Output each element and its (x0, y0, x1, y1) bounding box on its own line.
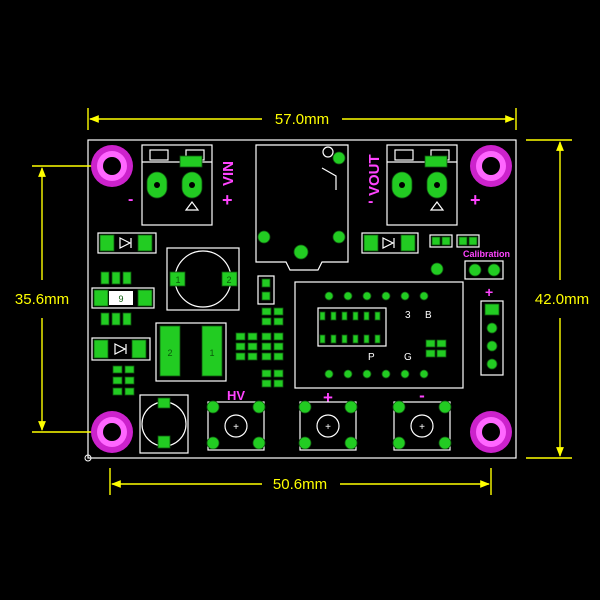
plus-button: + + (298, 388, 358, 451)
power-diode: 2 1 (155, 322, 227, 382)
smd-component-middle (91, 337, 151, 361)
plus-button-label: + (323, 388, 333, 407)
smd-component-left (97, 232, 157, 254)
ic-label-g: G (404, 352, 412, 363)
dimension-bottom: 50.6mm (109, 468, 492, 495)
dimension-bottom-label: 50.6mm (273, 476, 327, 493)
ic-label-p: P (368, 352, 375, 363)
minus-button-center: + (419, 422, 425, 433)
vin-plus-label: + (222, 190, 233, 210)
inductor-bottom (139, 394, 189, 454)
mounting-hole-bottom-left (91, 411, 133, 453)
smd-component-right (361, 232, 419, 254)
dimension-top-label: 57.0mm (275, 111, 329, 128)
ic-label-b: B (425, 310, 432, 321)
origin-marker (84, 454, 92, 462)
inductor-pad-1: 1 (175, 275, 180, 285)
hv-button: HV + (206, 388, 266, 451)
ic-label-3: 3 (405, 310, 411, 321)
diode-pad-1: 1 (209, 348, 214, 358)
mounting-hole-bottom-right (470, 411, 512, 453)
dimension-top: 57.0mm (87, 108, 517, 130)
board-outline (87, 139, 517, 459)
header-connector: + (480, 284, 504, 376)
calibration-pads: Calibration (430, 249, 510, 280)
pad-9-label: 9 (118, 294, 123, 304)
vin-terminal: - + VIN (128, 144, 237, 226)
hv-button-center: + (233, 422, 239, 433)
inductor-pad-2: 2 (226, 275, 231, 285)
dimension-left-label: 35.6mm (15, 291, 69, 308)
mounting-hole-top-left (91, 145, 133, 187)
diode-pad-2: 2 (167, 348, 172, 358)
mounting-hole-top-right (470, 145, 512, 187)
inductor-top: 1 2 (166, 247, 240, 311)
smd-cluster-middle (235, 275, 284, 388)
center-ic-footprint (255, 144, 349, 271)
smd-cluster-left (112, 365, 135, 396)
plus-button-center: + (325, 422, 331, 433)
display-module: 3 B P G (294, 281, 464, 389)
dimension-right-label: 42.0mm (535, 291, 589, 308)
minus-button: - + (392, 386, 452, 451)
vout-label: VOUT (366, 154, 383, 196)
vout-minus-label: - (368, 193, 373, 210)
vin-minus-label: - (128, 191, 133, 208)
connector-plus-label: + (485, 284, 493, 300)
vout-terminal: VOUT - + (366, 144, 481, 226)
vout-plus-label: + (470, 190, 481, 210)
minus-button-label: - (419, 386, 425, 405)
resistor-pair-top (429, 234, 480, 248)
calibration-label: Calibration (463, 249, 510, 259)
vin-label: VIN (220, 161, 237, 186)
hv-label: HV (227, 388, 245, 403)
dimension-right: 42.0mm (526, 139, 589, 459)
sot-transistor: 9 (91, 271, 155, 326)
